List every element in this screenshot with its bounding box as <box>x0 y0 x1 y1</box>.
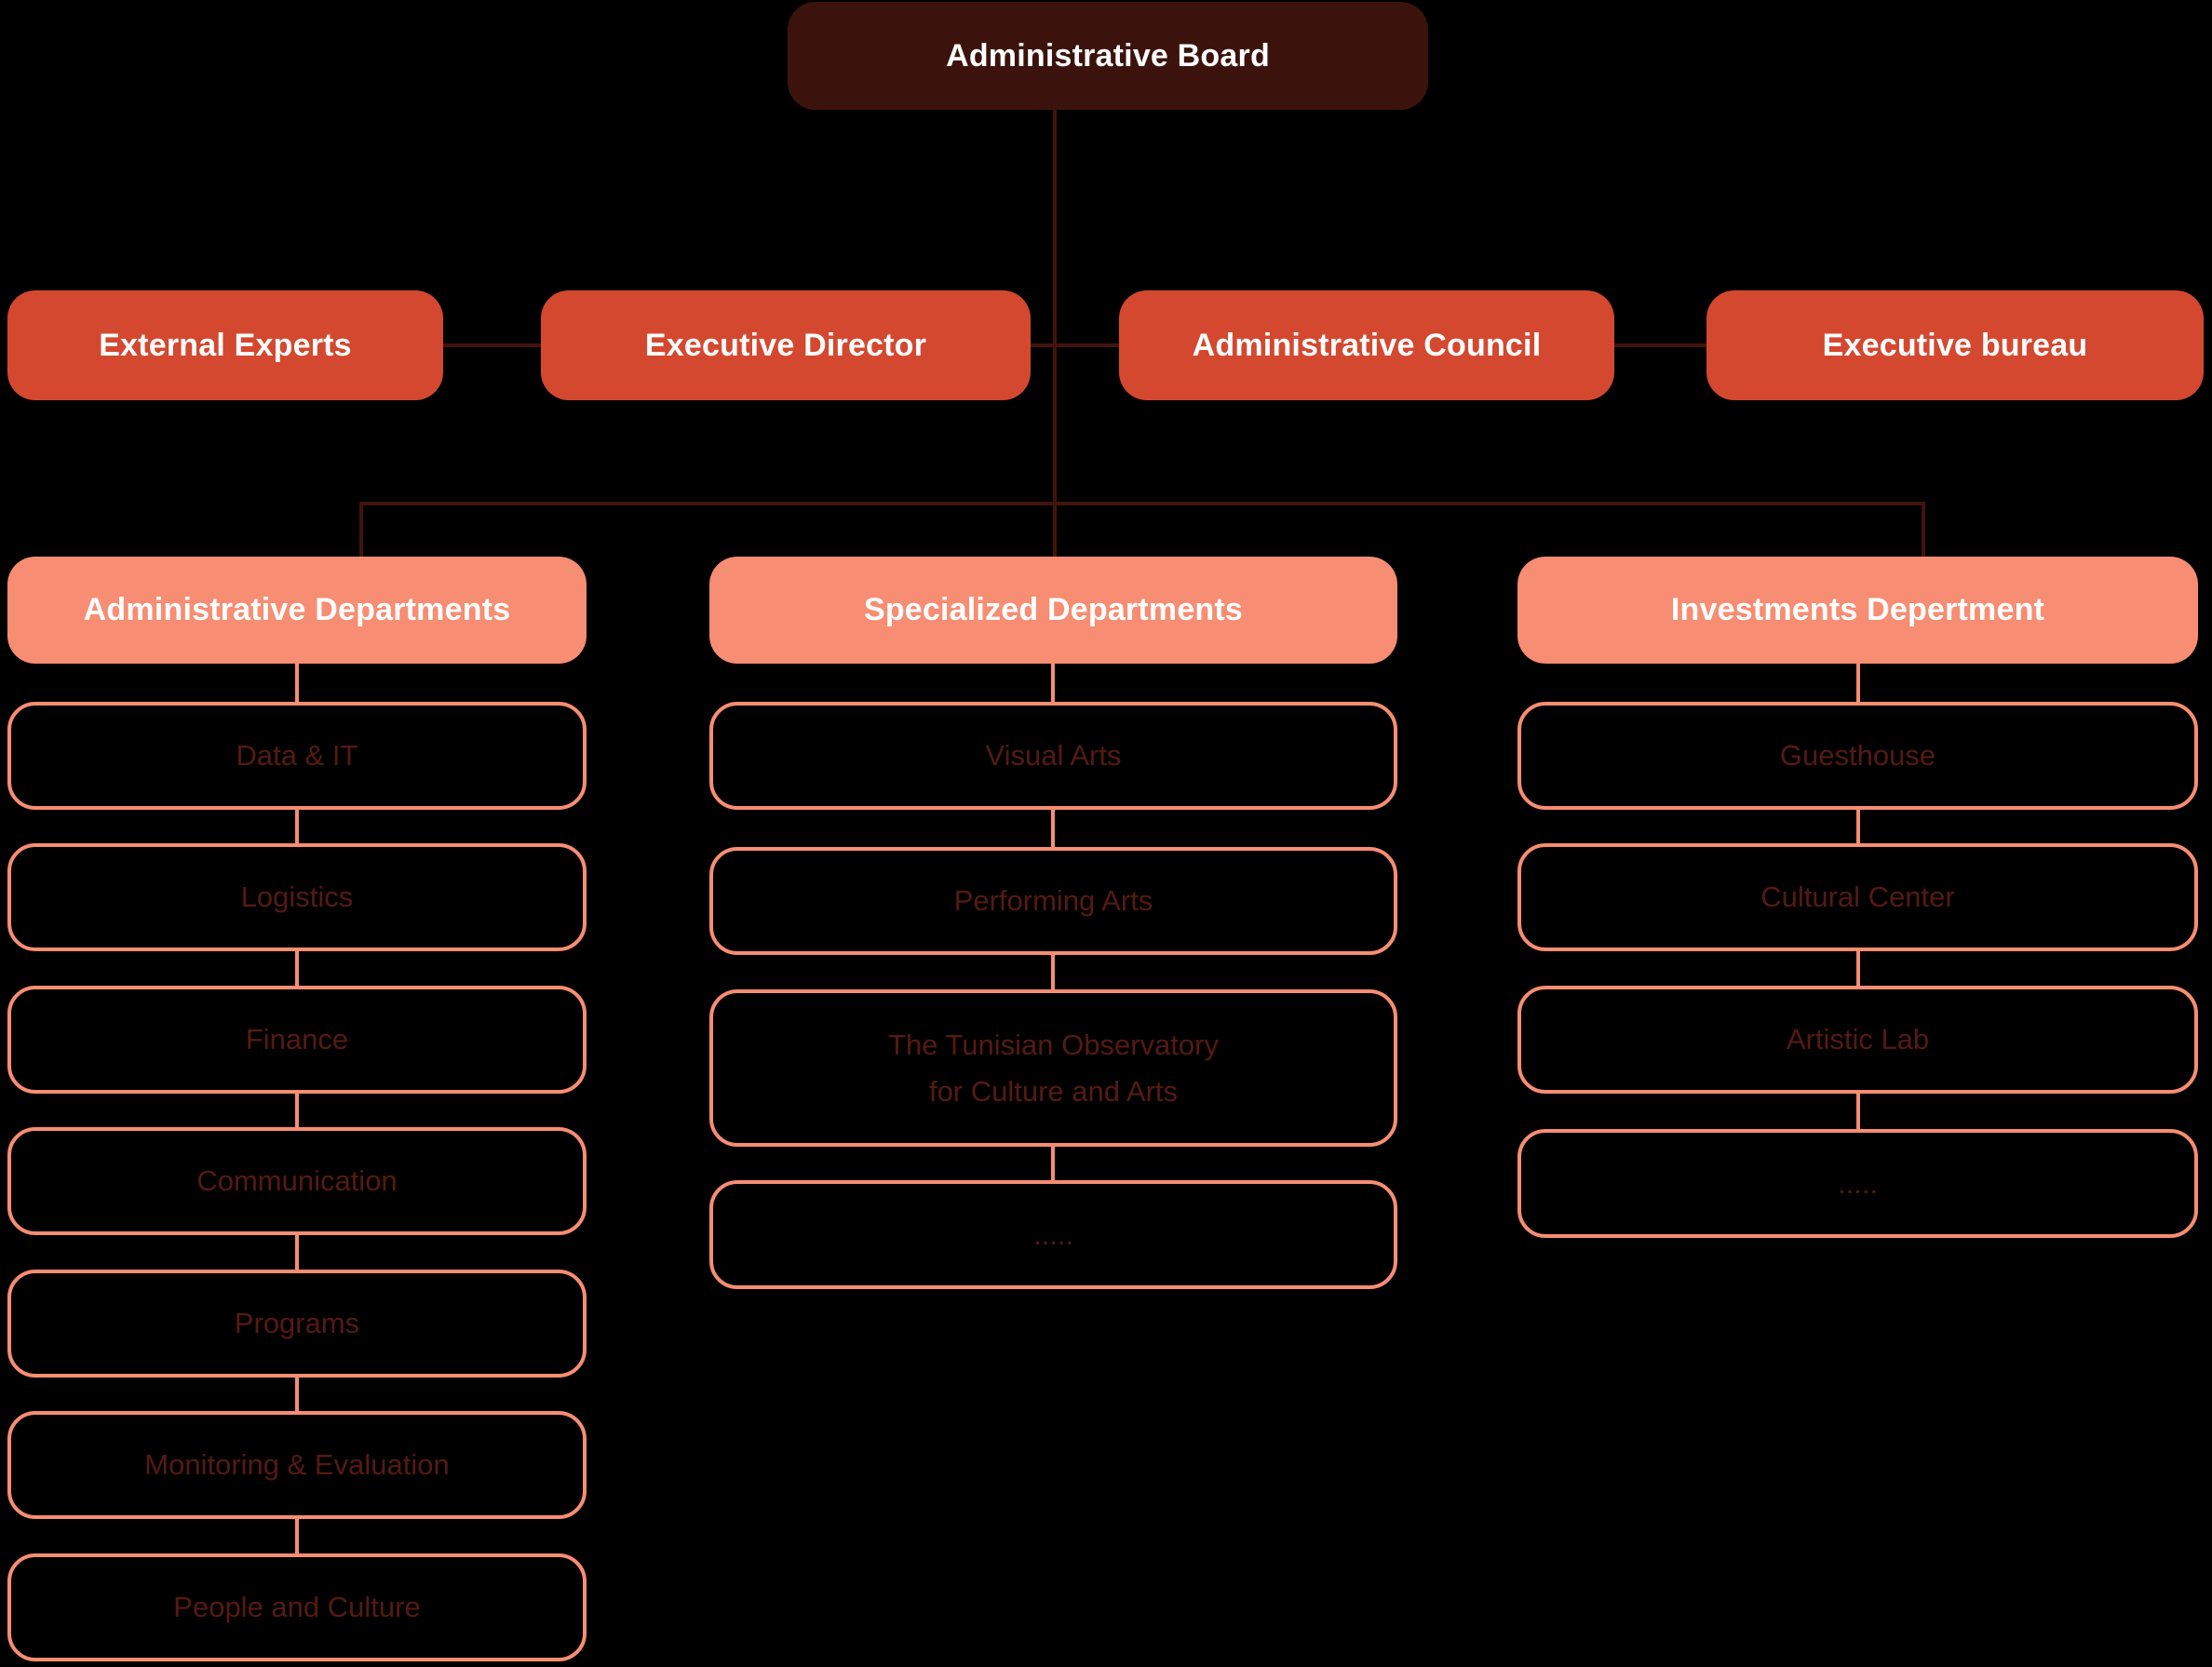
node-programs: Programs <box>7 1270 587 1378</box>
node-visual-arts: Visual Arts <box>709 702 1397 810</box>
connector-line-level2-b <box>1031 343 1119 347</box>
connector-line-branch <box>359 502 1925 505</box>
connector-line <box>1051 810 1055 847</box>
connector-line <box>295 810 299 843</box>
connector-line-drop-col2 <box>1053 505 1057 557</box>
connector-line <box>295 1094 299 1127</box>
node-people-and-culture: People and Culture <box>7 1553 587 1661</box>
node-data-it: Data & IT <box>7 702 587 810</box>
connector-line-level2-c <box>1614 343 1706 347</box>
connector-line <box>1856 1094 1860 1129</box>
node-guesthouse: Guesthouse <box>1517 702 2198 810</box>
connector-line <box>1051 955 1055 989</box>
connector-line-drop-col1 <box>359 505 363 557</box>
connector-line <box>295 1519 299 1553</box>
node-monitoring-evaluation: Monitoring & Evaluation <box>7 1411 587 1519</box>
connector-line <box>295 664 299 702</box>
connector-line <box>295 1235 299 1270</box>
connector-line <box>1051 1147 1055 1180</box>
node-tunisian-observatory: The Tunisian Observatory for Culture and… <box>709 989 1397 1147</box>
connector-line <box>1856 664 1860 702</box>
header-specialized-departments: Specialized Departments <box>709 557 1397 664</box>
node-external-experts: External Experts <box>7 290 443 400</box>
connector-line <box>1051 664 1055 702</box>
node-executive-director: Executive Director <box>541 290 1031 400</box>
connector-line-drop-col3 <box>1922 505 1925 557</box>
node-communication: Communication <box>7 1127 587 1235</box>
node-administrative-council: Administrative Council <box>1119 290 1614 400</box>
connector-line-level2-a <box>443 343 541 347</box>
connector-line <box>295 1378 299 1411</box>
connector-line-root-drop <box>1053 110 1057 505</box>
node-artistic-lab: Artistic Lab <box>1517 986 2198 1094</box>
node-investments-more: ..... <box>1517 1129 2198 1238</box>
node-executive-bureau: Executive bureau <box>1706 290 2204 400</box>
node-logistics: Logistics <box>7 843 587 951</box>
node-performing-arts: Performing Arts <box>709 847 1397 955</box>
node-cultural-center: Cultural Center <box>1517 843 2198 951</box>
header-administrative-departments: Administrative Departments <box>7 557 587 664</box>
header-investments-department: Investments Depertment <box>1517 557 2198 664</box>
node-finance: Finance <box>7 986 587 1094</box>
connector-line <box>295 951 299 986</box>
connector-line <box>1856 810 1860 843</box>
connector-line <box>1856 951 1860 986</box>
node-administrative-board: Administrative Board <box>788 2 1428 110</box>
node-specialized-more: ..... <box>709 1180 1397 1289</box>
